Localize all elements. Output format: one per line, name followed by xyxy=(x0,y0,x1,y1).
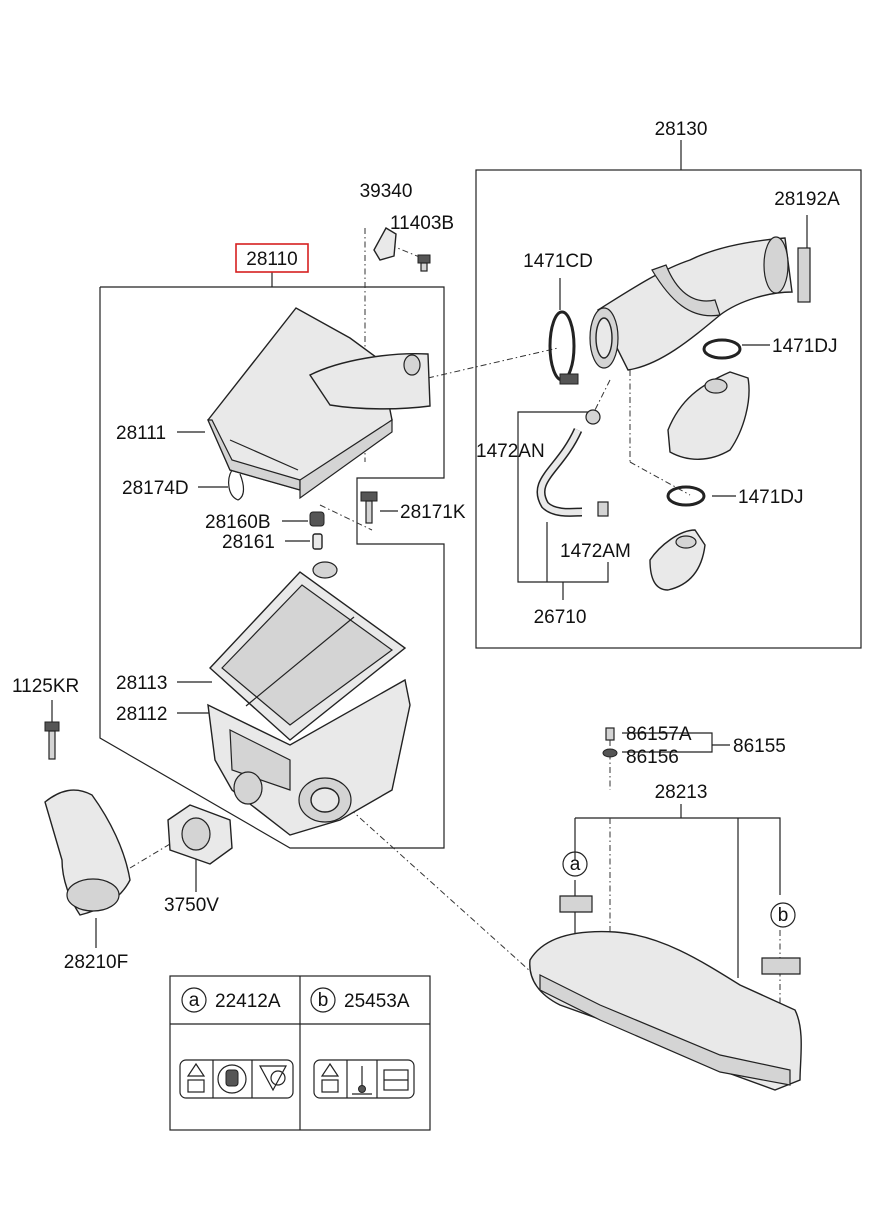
clamp-1471CD xyxy=(548,310,579,385)
reservoir-icon xyxy=(383,1069,409,1091)
clamp-1471DJ-lower xyxy=(666,485,706,507)
air-cleaner-body-28112 xyxy=(207,678,411,836)
label-3750V: 3750V xyxy=(164,895,219,916)
gasket-28192A xyxy=(797,247,811,303)
legend-table: a 22412A b 25453A xyxy=(169,975,431,1131)
label-28130: 28130 xyxy=(655,119,708,140)
air-guide-28213 xyxy=(529,930,802,1091)
clip-28174D xyxy=(228,469,245,501)
legend-b-part: 25453A xyxy=(344,991,410,1012)
label-28113: 28113 xyxy=(116,673,167,694)
fan-hazard-icon xyxy=(258,1065,288,1092)
highlight-28110 xyxy=(235,243,309,273)
label-26710: 26710 xyxy=(534,607,587,628)
label-28111: 28111 xyxy=(116,423,166,444)
callout-a: a xyxy=(570,854,581,875)
label-28161: 28161 xyxy=(222,532,275,553)
clamp-1471DJ-upper xyxy=(702,338,742,360)
screw-86157A xyxy=(605,727,615,741)
callout-b: b xyxy=(778,905,789,926)
label-28160B: 28160B xyxy=(205,512,271,533)
resonator-upper xyxy=(667,371,750,460)
grommet-28160B xyxy=(309,511,325,527)
label-28192A: 28192A xyxy=(774,189,840,210)
label-39340: 39340 xyxy=(360,181,413,202)
washer-86156 xyxy=(602,748,618,758)
label-1472AN: 1472AN xyxy=(476,441,545,462)
warning-manual-icon xyxy=(186,1062,206,1093)
breather-hose-26710 xyxy=(536,428,583,517)
coolant-temp-icon xyxy=(352,1066,372,1095)
label-1472AM: 1472AM xyxy=(560,541,631,562)
group-box-28130 xyxy=(475,169,862,649)
label-28112: 28112 xyxy=(116,704,167,725)
airflow-sensor-3750V xyxy=(167,804,233,865)
label-11403B: 11403B xyxy=(390,213,454,234)
bolt-1125KR xyxy=(44,721,60,760)
bolt-28171K xyxy=(360,491,378,524)
label-1125KR: 1125KR xyxy=(12,676,79,697)
clip-1472AM xyxy=(597,501,609,517)
label-1471CD: 1471CD xyxy=(523,251,593,272)
warning-manual-icon xyxy=(320,1062,340,1093)
fitting-1472AN xyxy=(585,409,601,425)
label-28210F: 28210F xyxy=(64,952,128,973)
label-28174D: 28174D xyxy=(122,478,189,499)
label-1471DJ-bottom: 1471DJ xyxy=(738,487,804,508)
label-86157A: 86157A xyxy=(626,724,692,745)
label-86156: 86156 xyxy=(626,747,679,768)
intake-hose-28130 xyxy=(589,236,793,371)
label-1471DJ-top: 1471DJ xyxy=(772,336,838,357)
callout-b-circle xyxy=(770,902,796,928)
no-hand-icon xyxy=(217,1064,247,1094)
label-28171K: 28171K xyxy=(400,502,466,523)
legend-a-letter: a xyxy=(189,990,200,1011)
filter-element-28113 xyxy=(209,561,407,741)
legend-a-part: 22412A xyxy=(215,991,281,1012)
callout-a-circle xyxy=(562,851,588,877)
group-box-28110 xyxy=(99,286,445,849)
pin-28161 xyxy=(312,533,323,550)
label-b-sticker xyxy=(761,957,801,975)
air-cleaner-cover-28111 xyxy=(207,307,431,500)
sensor-39340 xyxy=(373,227,397,261)
label-28213: 28213 xyxy=(655,782,708,803)
label-86155: 86155 xyxy=(733,736,786,757)
label-28110: 28110 xyxy=(246,249,297,270)
legend-b-letter: b xyxy=(318,990,329,1011)
duct-28210F xyxy=(44,789,131,916)
label-a-sticker xyxy=(559,895,593,913)
resonator-lower xyxy=(649,529,706,591)
bolt-11403B xyxy=(417,254,431,272)
